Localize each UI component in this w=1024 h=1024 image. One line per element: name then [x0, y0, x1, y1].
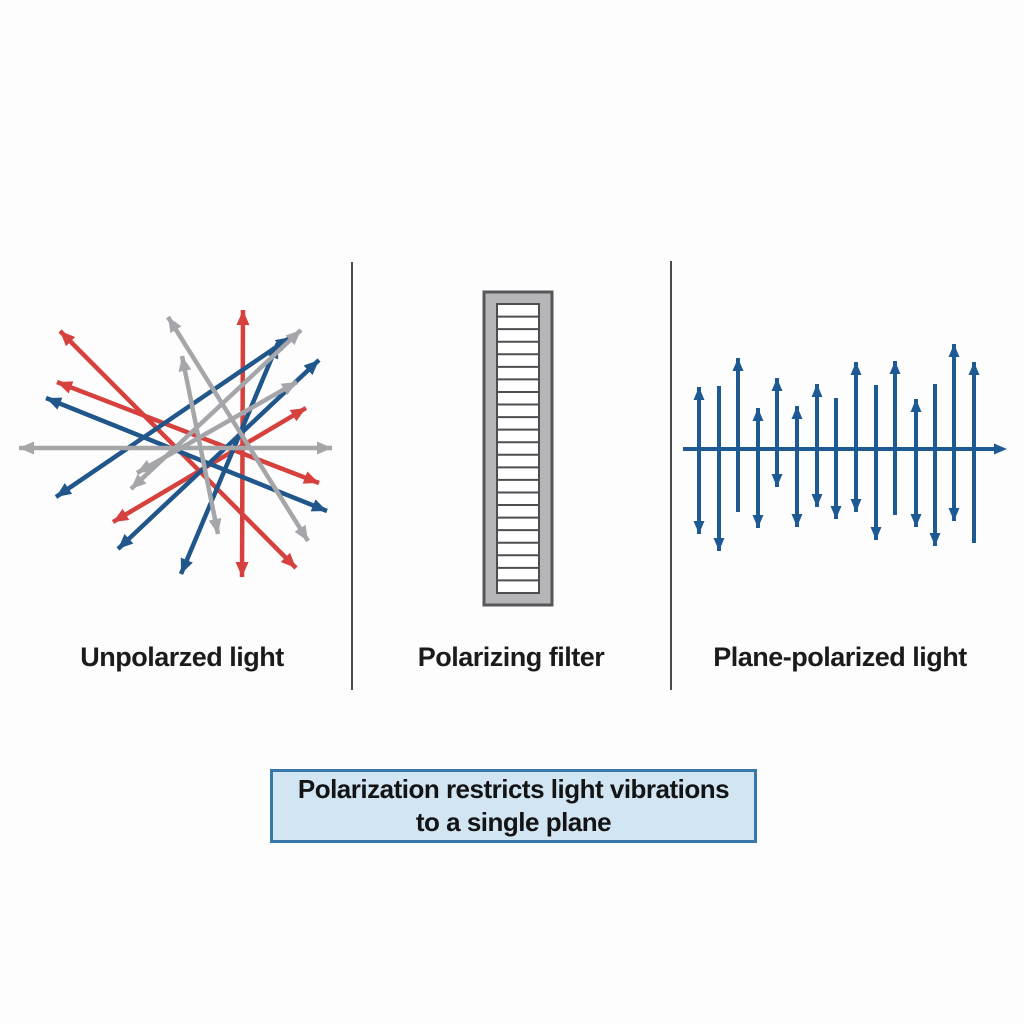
arrowhead — [113, 508, 130, 522]
caption-line-1: Polarization restricts light vibrations — [297, 774, 730, 804]
arrowhead — [791, 406, 803, 419]
arrowhead — [303, 360, 319, 376]
unpolarized-ray — [178, 342, 281, 575]
arrowhead — [180, 557, 193, 574]
arrowhead — [830, 506, 842, 519]
unpolarized-ray — [45, 395, 328, 514]
caption-line-2: to a single plane — [415, 807, 612, 837]
unpolarized-ray — [179, 355, 221, 535]
arrowhead — [208, 518, 222, 534]
arrowhead — [285, 330, 301, 345]
arrowhead — [910, 514, 922, 527]
arrowhead — [713, 538, 725, 551]
arrowhead — [168, 317, 182, 334]
arrowhead — [280, 382, 297, 396]
arrowhead — [289, 408, 306, 422]
arrowhead — [310, 499, 327, 512]
arrowhead — [693, 521, 705, 534]
caption-box: Polarization restricts light vibrations … — [270, 769, 757, 843]
label-unpolarized-light: Unpolarzed light — [80, 642, 284, 672]
arrowhead — [850, 362, 862, 375]
arrowhead — [302, 471, 319, 484]
arrowhead — [294, 524, 308, 541]
arrowhead — [317, 441, 332, 455]
arrowhead — [811, 494, 823, 507]
arrowhead — [948, 508, 960, 521]
arrowhead — [131, 474, 147, 489]
arrowhead — [910, 399, 922, 412]
arrowhead — [118, 533, 134, 549]
arrowhead — [948, 344, 960, 357]
arrowhead — [732, 358, 744, 371]
arrowhead — [46, 397, 63, 410]
arrowhead — [19, 441, 34, 455]
arrowhead — [56, 483, 73, 497]
arrowhead — [752, 515, 764, 528]
arrowhead — [178, 356, 192, 372]
arrowhead — [236, 310, 250, 326]
arrowhead — [57, 381, 74, 394]
axis-arrowhead — [994, 443, 1007, 455]
unpolarized-ray — [166, 315, 310, 543]
arrowhead — [870, 527, 882, 540]
label-polarizing-filter: Polarizing filter — [417, 642, 605, 672]
label-plane-polarized-light: Plane-polarized light — [713, 642, 967, 672]
arrowhead — [929, 533, 941, 546]
arrowhead — [968, 362, 980, 375]
arrowhead — [280, 552, 296, 568]
arrowhead — [771, 378, 783, 391]
arrowhead — [752, 408, 764, 421]
unpolarized-ray — [135, 380, 299, 475]
arrowhead — [60, 331, 76, 347]
arrowhead — [771, 474, 783, 487]
unpolarized-ray — [56, 379, 320, 486]
polarizing-filter-window — [496, 303, 540, 594]
arrowhead — [137, 459, 154, 473]
arrowhead — [235, 561, 249, 577]
arrowhead — [811, 384, 823, 397]
arrowhead — [850, 499, 862, 512]
arrowhead — [693, 387, 705, 400]
unpolarized-ray — [54, 335, 293, 499]
arrowhead — [889, 361, 901, 374]
arrowhead — [791, 514, 803, 527]
